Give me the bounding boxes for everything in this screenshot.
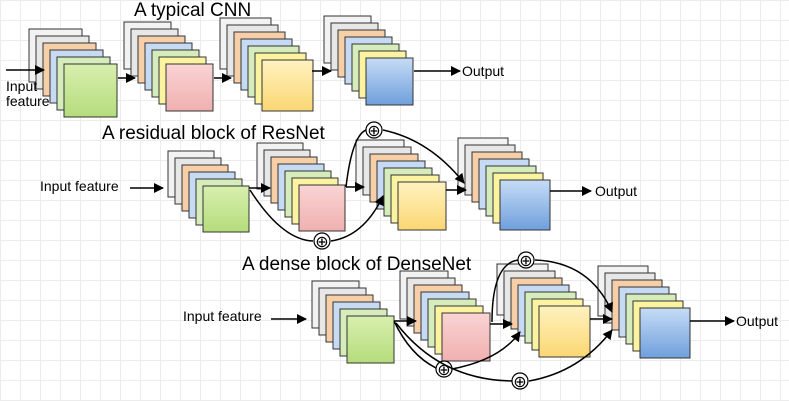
feature-map-stack bbox=[457, 137, 551, 231]
feature-map-front-green bbox=[346, 315, 395, 364]
feature-map-stack bbox=[219, 17, 314, 112]
feature-map-stack bbox=[123, 21, 214, 112]
densenet-section: A dense block of DenseNet Input feature … bbox=[183, 251, 778, 391]
feature-map-stack bbox=[256, 142, 346, 232]
feature-map-front-blue bbox=[639, 307, 691, 359]
cnn-title: A typical CNN bbox=[134, 0, 251, 21]
feature-map-front-pink bbox=[441, 312, 491, 362]
resnet-add-symbol-top: ⊕ bbox=[367, 123, 380, 140]
cnn-input-label: Input bbox=[6, 78, 37, 94]
resnet-add-symbol-bottom: ⊕ bbox=[315, 234, 328, 251]
feature-map-front-yellow bbox=[538, 305, 591, 358]
cnn-input-label-2: feature bbox=[6, 93, 50, 109]
densenet-output-label: Output bbox=[736, 313, 778, 329]
resnet-skip-bottom-in bbox=[249, 189, 314, 242]
densenet-input-label: Input feature bbox=[183, 308, 262, 324]
resnet-skip-top-out bbox=[382, 129, 465, 184]
feature-map-stack bbox=[496, 263, 591, 358]
feature-map-stack bbox=[399, 270, 491, 362]
resnet-output-label: Output bbox=[595, 183, 637, 199]
feature-map-front-pink bbox=[298, 184, 346, 232]
cnn-output-label: Output bbox=[462, 63, 504, 79]
densenet-conn-3b bbox=[534, 259, 613, 313]
densenet-concat-node-2 bbox=[511, 372, 529, 390]
resnet-input-label: Input feature bbox=[40, 178, 119, 194]
feature-map-front-blue bbox=[499, 179, 551, 231]
densenet-conn-1 bbox=[393, 320, 437, 369]
feature-map-stack bbox=[28, 28, 118, 118]
resnet-add-node-top bbox=[365, 121, 383, 139]
feature-map-stack bbox=[355, 139, 447, 231]
resnet-title: A residual block of ResNet bbox=[102, 123, 326, 144]
feature-map-front-green bbox=[202, 185, 250, 233]
feature-map-stack bbox=[167, 150, 250, 233]
densenet-conn-2 bbox=[395, 322, 513, 382]
densenet-concat-symbol-3: ⊕ bbox=[519, 253, 532, 270]
resnet-skip-top-in bbox=[345, 129, 367, 188]
densenet-concat-symbol-2: ⊕ bbox=[513, 374, 526, 391]
feature-map-front-yellow bbox=[397, 181, 447, 231]
feature-map-front-yellow bbox=[261, 59, 314, 112]
feature-map-front-pink bbox=[165, 63, 214, 112]
cnn-section: A typical CNN Input feature Output bbox=[6, 0, 504, 109]
densenet-conn-1b bbox=[451, 331, 521, 370]
densenet-concat-node-3 bbox=[517, 251, 535, 269]
densenet-title: A dense block of DenseNet bbox=[242, 254, 472, 275]
feature-map-front-green bbox=[63, 63, 118, 118]
feature-map-stack bbox=[311, 280, 395, 364]
feature-map-stack bbox=[323, 15, 414, 106]
feature-map-stacks bbox=[28, 15, 691, 364]
feature-map-front-blue bbox=[365, 57, 414, 106]
resnet-add-node-bottom bbox=[313, 232, 331, 250]
densenet-conn-3 bbox=[491, 259, 519, 323]
resnet-skip-bottom-out bbox=[330, 195, 384, 242]
resnet-section: A residual block of ResNet Input feature… bbox=[40, 121, 637, 251]
densenet-conn-2b bbox=[528, 329, 613, 382]
